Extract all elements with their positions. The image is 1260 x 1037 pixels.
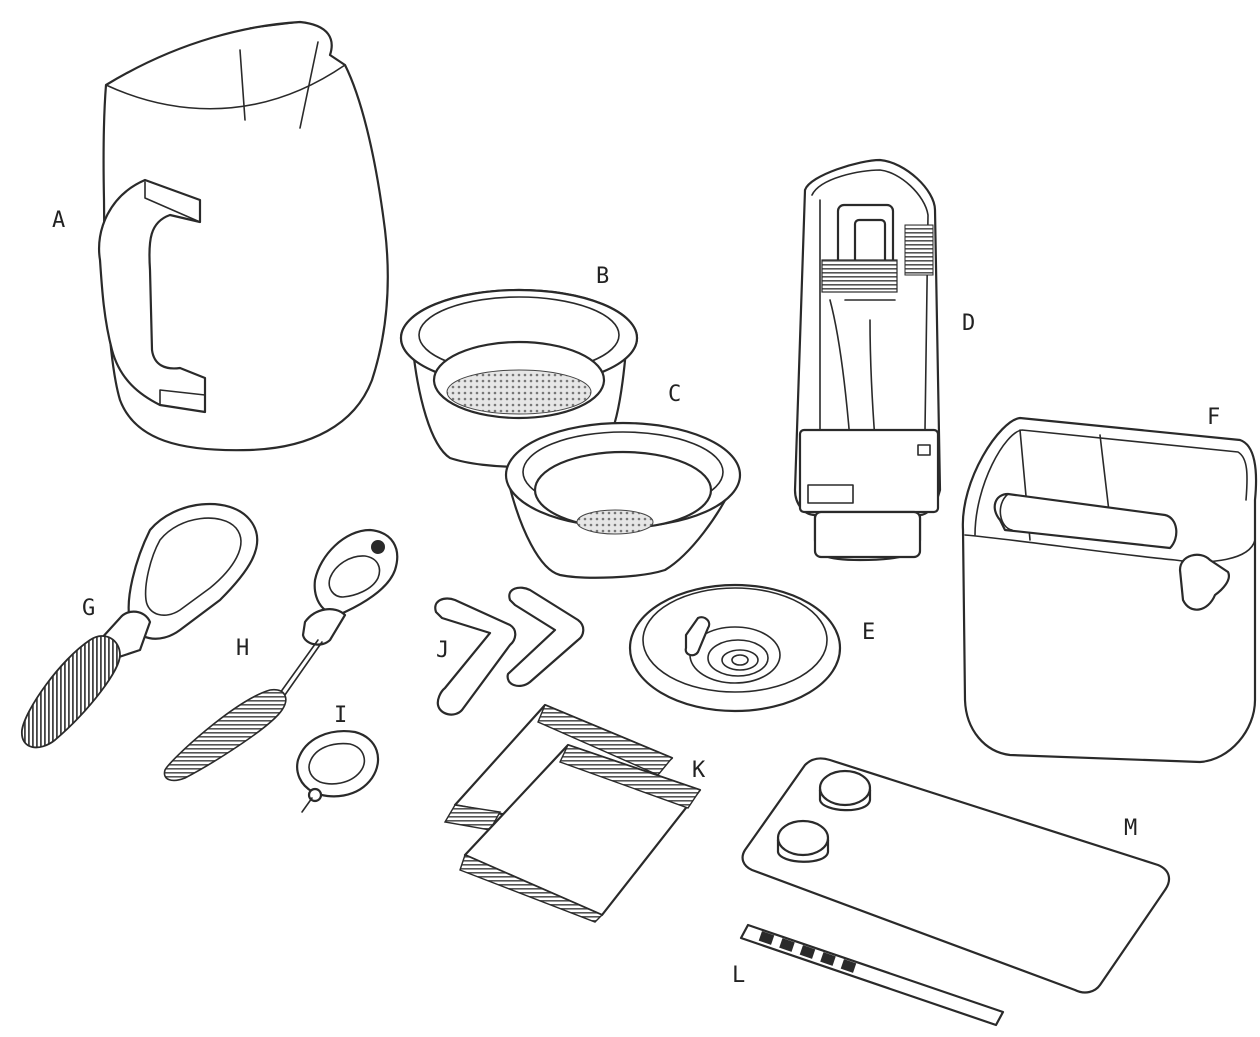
label-i: I <box>334 703 348 728</box>
cleaning-brush-illustration <box>21 502 259 749</box>
allen-keys-illustration <box>434 586 585 716</box>
steam-wand-brush-illustration <box>163 528 399 782</box>
cleaning-pads-illustration <box>443 703 702 923</box>
label-a: A <box>52 208 66 233</box>
label-d: D <box>962 311 976 336</box>
knock-box-illustration <box>961 416 1258 764</box>
label-c: C <box>668 382 682 407</box>
water-hardness-test-strip-illustration <box>739 923 1005 1027</box>
label-j: J <box>436 638 450 663</box>
dosing-dial-illustration <box>628 583 842 713</box>
test-strip-square <box>840 959 857 973</box>
test-strip-square <box>820 952 836 966</box>
pin-cleaning-tool-illustration <box>296 730 380 813</box>
label-k: K <box>692 758 706 783</box>
label-m: M <box>1124 816 1138 841</box>
label-g: G <box>82 596 96 621</box>
test-strip-square <box>779 938 795 952</box>
cleaning-tablets-card-illustration <box>741 757 1171 994</box>
label-h: H <box>236 636 250 661</box>
test-strip-squares <box>758 931 857 973</box>
label-e: E <box>862 620 876 645</box>
razor-dose-tool-illustration <box>793 158 942 562</box>
label-f: F <box>1207 405 1221 430</box>
label-b: B <box>596 264 610 289</box>
label-l: L <box>732 963 746 988</box>
test-strip-square <box>758 931 775 945</box>
milk-jug-illustration <box>98 20 389 452</box>
test-strip-square <box>799 945 816 959</box>
single-filter-basket-illustration <box>504 421 742 579</box>
